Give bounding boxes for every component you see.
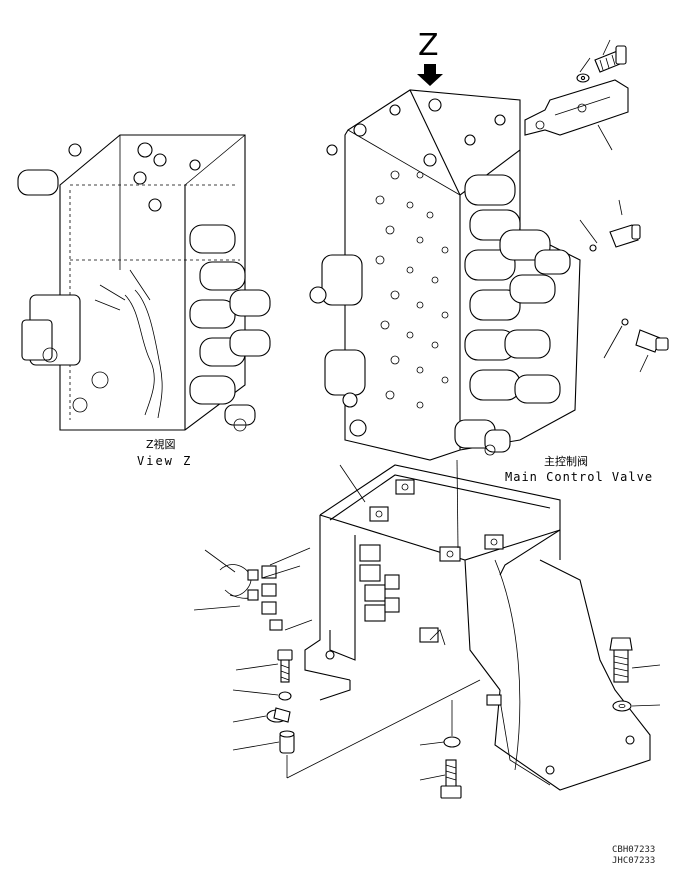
leader-lines-right bbox=[631, 664, 661, 707]
harness-connector-set bbox=[219, 564, 283, 631]
leader-lines-center bbox=[419, 700, 453, 781]
pressure-sensor-upper bbox=[589, 224, 641, 252]
washer-right bbox=[612, 700, 632, 712]
main-control-valve-en-label: Main Control Valve bbox=[505, 470, 653, 484]
main-control-valve-jp-label: 主控制阀 bbox=[544, 454, 588, 468]
clamp-left bbox=[266, 707, 291, 723]
view-z-en-label: View Z bbox=[137, 454, 192, 468]
leader-lines-left bbox=[193, 459, 459, 631]
harness-bracket-assembly bbox=[524, 45, 629, 136]
view-direction-arrow bbox=[417, 64, 443, 86]
pressure-sensor-lower bbox=[621, 318, 669, 353]
view-z-jp-label: Z視図 bbox=[146, 437, 176, 451]
drawing-code-1: CBH07233 bbox=[612, 845, 655, 855]
leader-lines-sensors bbox=[579, 219, 649, 373]
washer-left bbox=[278, 691, 292, 701]
valve-mounting-frame bbox=[304, 464, 651, 791]
view-z-valve-drawing bbox=[17, 134, 271, 432]
bolt-center bbox=[440, 759, 462, 799]
bolt-right bbox=[609, 637, 633, 683]
leader-lines-fasteners bbox=[232, 565, 481, 779]
drawing-code-2: JHC07233 bbox=[612, 856, 655, 866]
main-control-valve-drawing bbox=[309, 89, 581, 461]
leader-lines-top-right bbox=[579, 39, 623, 216]
washer-center bbox=[443, 736, 461, 748]
view-direction-letter: Z bbox=[418, 28, 439, 63]
spacer-left bbox=[279, 730, 295, 754]
bolt-left bbox=[277, 649, 293, 683]
